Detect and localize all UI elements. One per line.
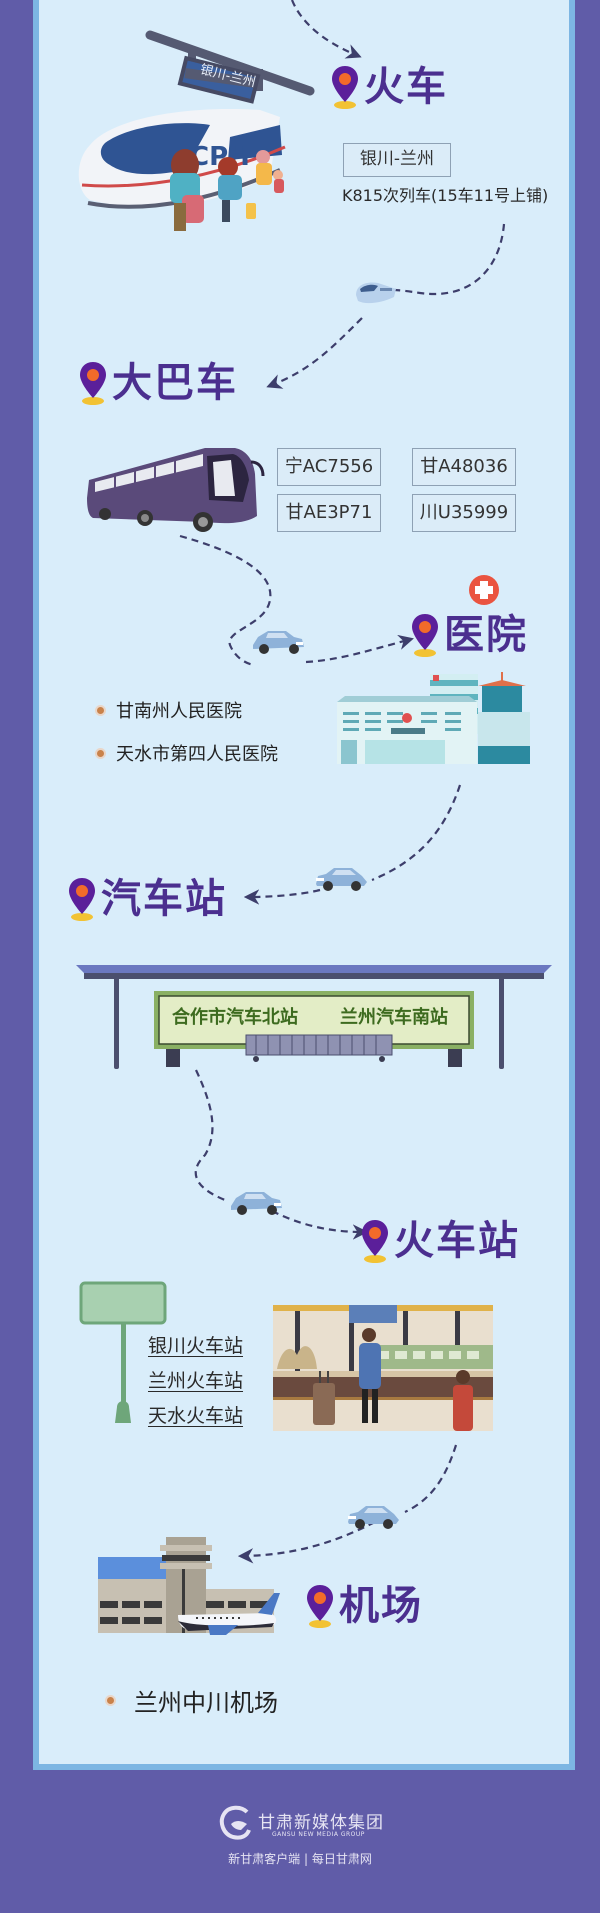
- bus-heading: 大巴车: [78, 360, 238, 406]
- airport-list-item: 兰州中川机场: [107, 1683, 278, 1718]
- bus-station-name: 兰州汽车南站: [340, 1007, 448, 1028]
- brand-logo-icon: [219, 1804, 253, 1840]
- railway-station-link[interactable]: 银川火车站: [148, 1335, 244, 1357]
- location-pin-icon: [360, 1218, 390, 1264]
- bullet-icon: [97, 706, 104, 714]
- hospital-heading: 医院: [410, 612, 528, 658]
- bullet-icon: [107, 1697, 114, 1704]
- bus-station-name: 合作市汽车北站: [172, 1007, 298, 1028]
- footer-channels: 新甘肃客户端 | 每日甘肃网: [228, 1852, 372, 1866]
- railway-station-heading: 火车站: [360, 1218, 520, 1264]
- train-heading: 火车: [330, 64, 448, 110]
- hospital-name: 天水市第四人民医院: [116, 744, 278, 765]
- hospital-cross-icon: [468, 574, 500, 606]
- car-icon: [250, 625, 306, 655]
- heading-text: 火车: [364, 64, 448, 110]
- hospital-list-item: 甘南州人民医院: [97, 697, 242, 723]
- plate-box: 甘A48036: [412, 448, 516, 486]
- plate-box: 川U35999: [412, 494, 516, 532]
- car-icon: [346, 1500, 402, 1530]
- hospital-list-item: 天水市第四人民医院: [97, 740, 278, 766]
- signpost-illustration: [79, 1281, 169, 1426]
- railway-station-link[interactable]: 天水火车站: [148, 1405, 244, 1427]
- heading-text: 火车站: [394, 1218, 520, 1264]
- bullet-icon: [97, 749, 104, 757]
- bus-station-heading: 汽车站: [67, 876, 227, 922]
- heading-text: 医院: [444, 612, 528, 658]
- train-route-box: 银川-兰州: [343, 143, 451, 177]
- train-illustration: CPH: [70, 25, 330, 240]
- railway-station-link[interactable]: 兰州火车站: [148, 1370, 244, 1392]
- airport-illustration: [98, 1533, 298, 1638]
- train-icon: [352, 277, 400, 307]
- location-pin-icon: [410, 612, 440, 658]
- heading-text: 机场: [339, 1583, 423, 1629]
- hospital-building-illustration: [335, 672, 530, 767]
- car-icon: [228, 1186, 284, 1216]
- railway-platform-illustration: [273, 1305, 493, 1431]
- plate-box: 宁AC7556: [277, 448, 381, 486]
- location-pin-icon: [67, 876, 97, 922]
- location-pin-icon: [78, 360, 108, 406]
- location-pin-icon: [330, 64, 360, 110]
- heading-text: 大巴车: [112, 360, 238, 406]
- brand-name: 甘肃新媒体集团: [258, 1813, 384, 1833]
- location-pin-icon: [305, 1583, 335, 1629]
- bus-shelter-illustration: [76, 963, 552, 1071]
- hospital-name: 甘南州人民医院: [116, 701, 242, 722]
- airport-heading: 机场: [305, 1583, 423, 1629]
- brand-english-name: GANSU NEW MEDIA GROUP: [272, 1831, 365, 1838]
- airport-name: 兰州中川机场: [134, 1689, 278, 1717]
- plate-box: 甘AE3P71: [277, 494, 381, 532]
- train-detail-text: K815次列车(15车11号上铺): [342, 186, 549, 205]
- bus-illustration: [85, 438, 265, 534]
- car-icon: [314, 862, 370, 892]
- heading-text: 汽车站: [101, 876, 227, 922]
